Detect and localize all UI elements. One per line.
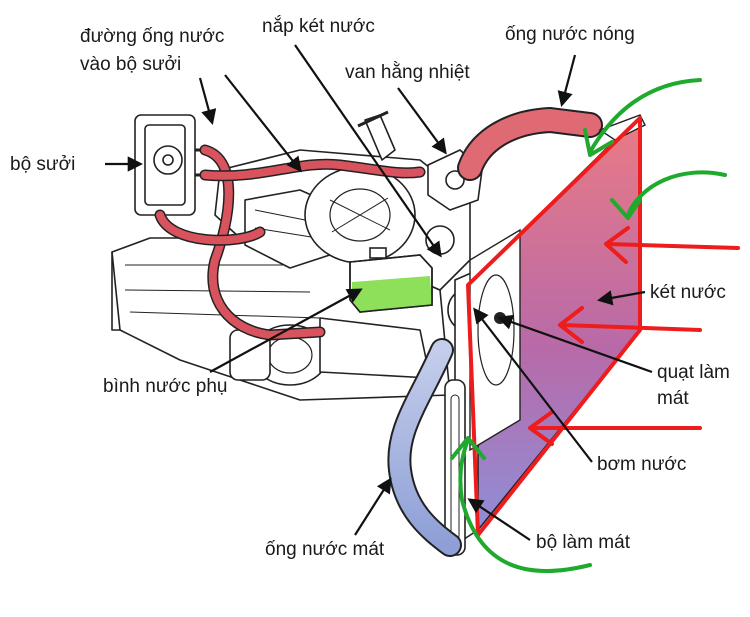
leader-cooler: [467, 498, 531, 541]
label-overflow-tank: bình nước phụ: [103, 376, 227, 397]
flow-arrow-1: [604, 226, 740, 264]
green-arrow-side: [610, 170, 727, 220]
labels: đường ống nước vào bộ sưởi nắp két nước …: [10, 15, 730, 560]
label-heater-hose-line2: vào bộ sưởi: [80, 54, 181, 75]
label-radiator: két nước: [650, 282, 726, 303]
label-radiator-cap: nắp két nước: [262, 15, 375, 37]
leader-heater-hose-2: [224, 74, 302, 173]
label-cooler: bộ làm mát: [536, 532, 631, 553]
leader-thermostat: [397, 87, 447, 155]
flow-arrow-3: [528, 410, 702, 446]
green-arrow-top: [583, 78, 702, 157]
label-cold-hose: ống nước mát: [265, 539, 385, 560]
leader-radiator-cap: [294, 44, 442, 258]
flow-arrow-2: [558, 306, 702, 344]
radiator: [444, 114, 646, 556]
leader-fan: [497, 314, 653, 374]
label-fan-line1: quạt làm: [657, 362, 730, 383]
leader-hot-hose: [557, 54, 577, 107]
label-hot-hose: ống nước nóng: [505, 24, 635, 45]
hot-hoses: [154, 106, 603, 341]
leader-lines: [105, 44, 653, 541]
green-arrow-bottom: [450, 436, 592, 573]
leader-overflow-tank: [209, 288, 363, 373]
label-heater: bộ sưởi: [10, 154, 75, 175]
leader-water-pump: [473, 307, 593, 463]
label-fan-line2: mát: [657, 388, 689, 409]
label-water-pump: bơm nước: [597, 454, 686, 475]
cold-hose: [387, 338, 462, 557]
overflow-tank: [349, 247, 433, 313]
red-annotations: [466, 116, 740, 537]
heater-core: [134, 114, 205, 216]
radiator-outline: [466, 116, 642, 537]
leader-heater-hose: [198, 77, 217, 125]
leader-cold-hose: [354, 477, 392, 536]
leader-radiator: [596, 290, 646, 306]
green-annotations: [450, 78, 727, 573]
label-thermostat: van hằng nhiệt: [345, 61, 470, 83]
label-heater-hose-line1: đường ống nước: [80, 26, 224, 47]
